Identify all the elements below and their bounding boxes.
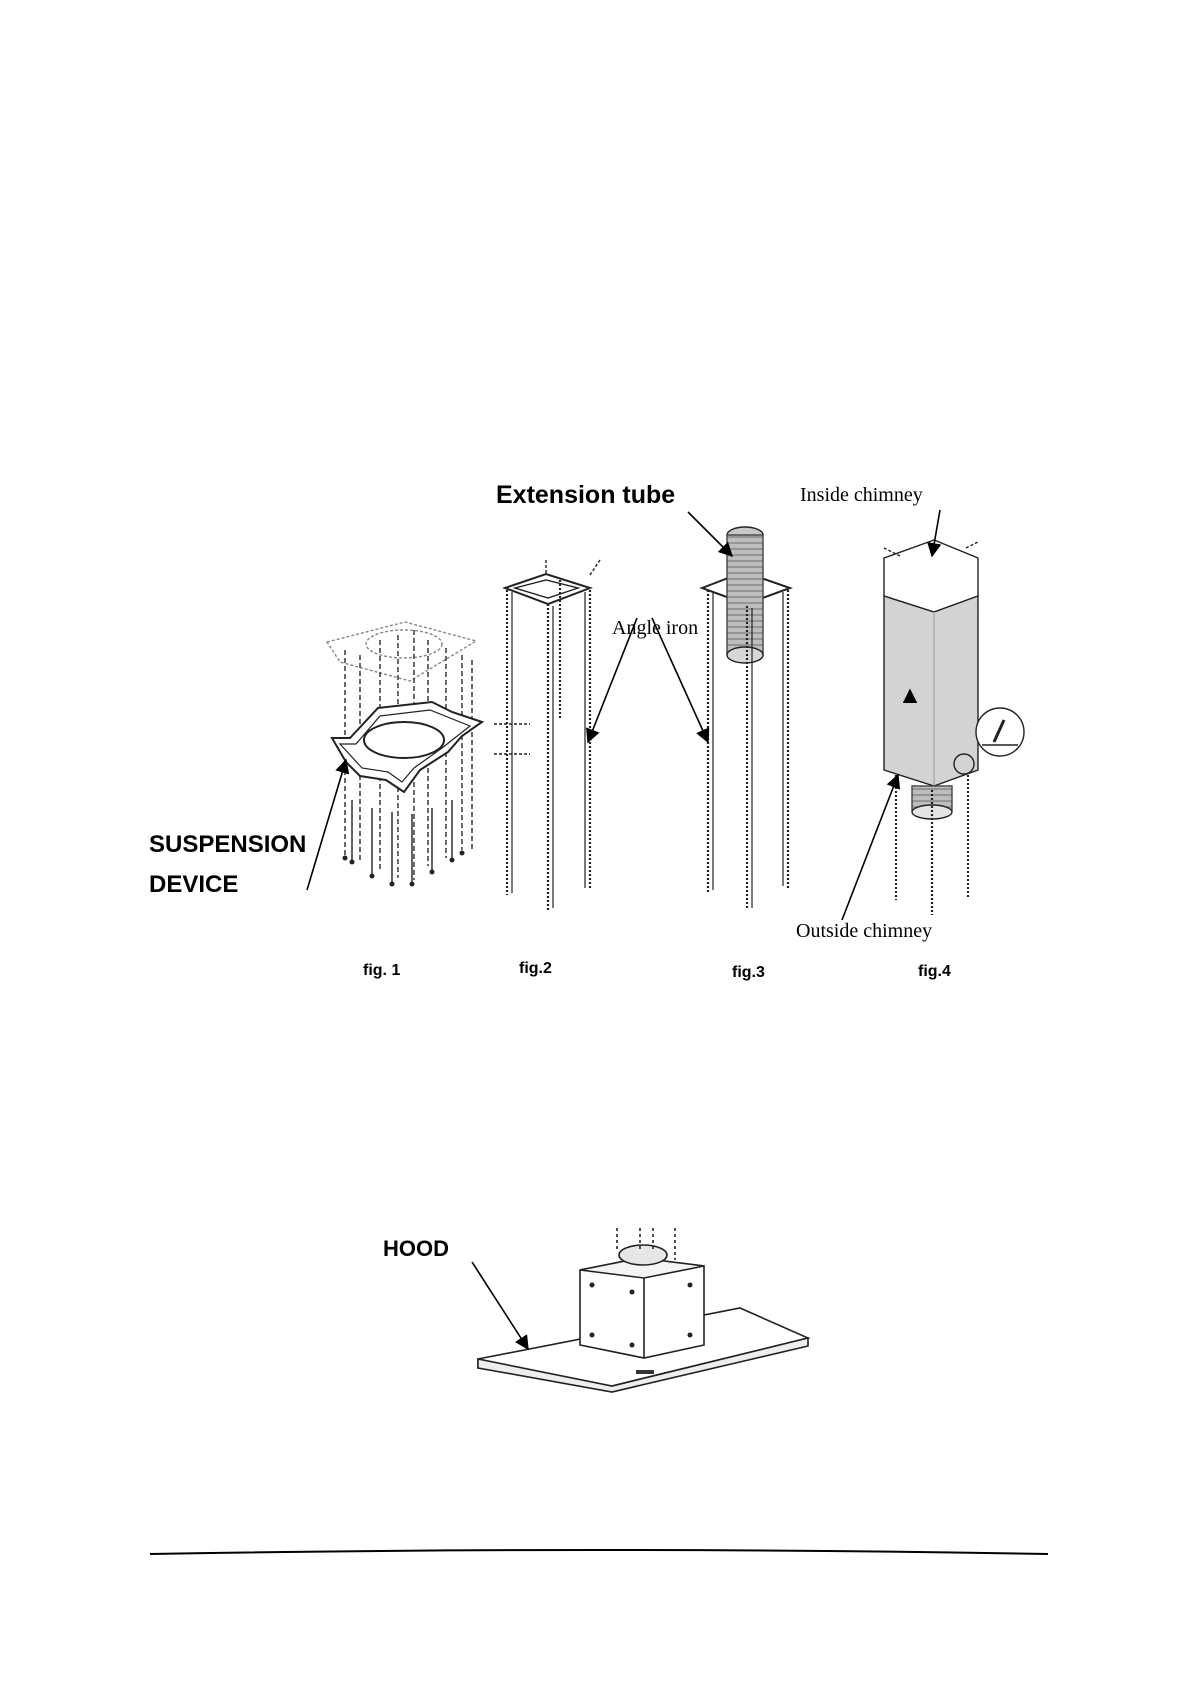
fig2-angle-iron-frame — [494, 560, 600, 910]
suspension-pointer-arrow — [307, 760, 346, 890]
fig4-chimney — [884, 540, 1024, 915]
hood-label: HOOD — [383, 1236, 449, 1262]
extension-tube-arrow — [688, 512, 732, 556]
fig2-caption: fig.2 — [519, 960, 552, 978]
angle-iron-label: Angle iron — [612, 617, 698, 640]
inside-chimney-label: Inside chimney — [800, 484, 923, 507]
fig4-caption: fig.4 — [918, 963, 951, 981]
fig1-suspension-device — [327, 622, 482, 887]
extension-tube-label: Extension tube — [496, 481, 675, 510]
suspension-device-label-line2: DEVICE — [149, 871, 238, 899]
fig1-caption: fig. 1 — [363, 962, 400, 980]
fig3-caption: fig.3 — [732, 964, 765, 982]
hood-drawing — [478, 1228, 808, 1392]
outside-chimney-arrow — [842, 775, 898, 920]
footer-rule — [150, 1550, 1048, 1554]
hood-arrow — [472, 1262, 528, 1349]
outside-chimney-label: Outside chimney — [796, 920, 932, 943]
fig3-extension-tube — [702, 527, 790, 910]
suspension-device-label-line1: SUSPENSION — [149, 831, 306, 859]
